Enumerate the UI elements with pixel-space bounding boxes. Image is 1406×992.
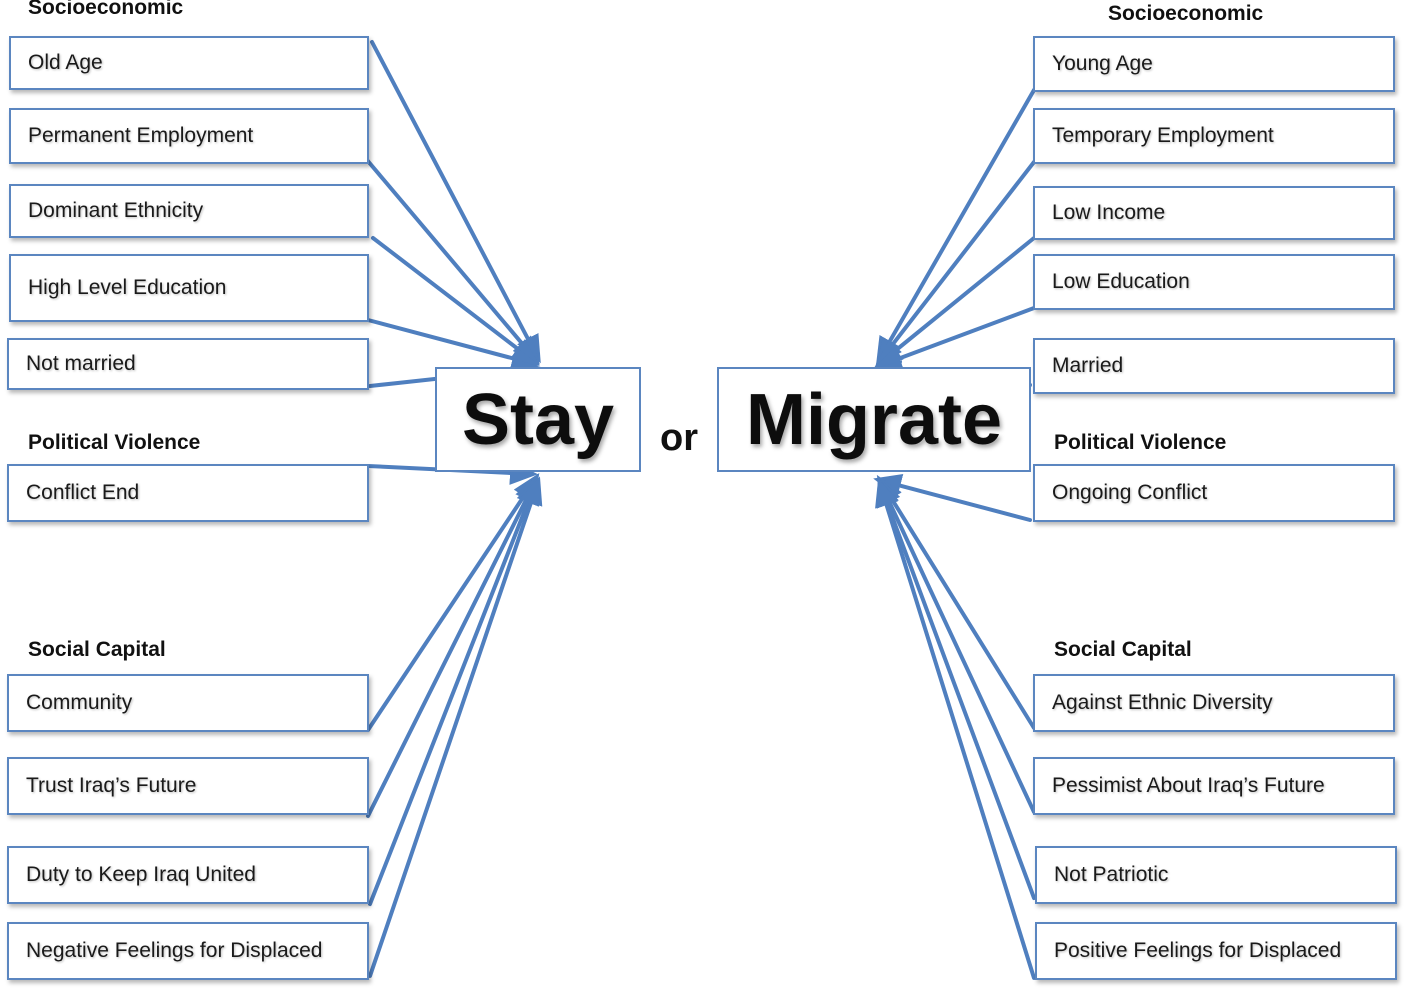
factor-box-young-age: Young Age	[1033, 36, 1395, 92]
factor-label: Community	[26, 691, 133, 714]
factor-label: Not Patriotic	[1054, 863, 1169, 886]
factor-box-low-income: Low Income	[1033, 186, 1395, 240]
factor-label: Against Ethnic Diversity	[1052, 691, 1273, 714]
arrow-young-age	[876, 88, 1036, 366]
factor-box-trust-iraqs-future: Trust Iraq’s Future	[7, 757, 369, 815]
factor-label: Old Age	[28, 51, 103, 74]
factor-box-negative-feelings-displaced: Negative Feelings for Displaced	[7, 922, 369, 980]
factor-label: Pessimist About Iraq’s Future	[1052, 774, 1325, 797]
factor-box-high-level-education: High Level Education	[9, 254, 369, 322]
factor-box-community: Community	[7, 674, 369, 732]
factor-box-conflict-end: Conflict End	[7, 464, 369, 522]
arrow-positive-feelings-displaced	[875, 478, 1036, 980]
factor-label: Temporary Employment	[1052, 124, 1274, 147]
migrate-box: Migrate	[717, 367, 1031, 472]
right-socioeconomic-heading: Socioeconomic	[1108, 2, 1264, 25]
factor-box-dominant-ethnicity: Dominant Ethnicity	[9, 184, 369, 238]
factor-label: Married	[1052, 354, 1124, 377]
factor-box-permanent-employment: Permanent Employment	[9, 108, 369, 164]
arrow-trust-iraqs-future	[366, 474, 539, 818]
factor-box-positive-feelings-displaced: Positive Feelings for Displaced	[1035, 922, 1397, 980]
factor-label: Low Education	[1052, 270, 1190, 293]
factor-label: Low Income	[1052, 201, 1166, 224]
stay-box: Stay	[435, 367, 641, 472]
factor-label: Not married	[26, 352, 136, 375]
factor-label: Ongoing Conflict	[1052, 481, 1208, 504]
arrow-duty-keep-iraq-united	[368, 476, 540, 906]
factor-box-married: Married	[1033, 338, 1395, 394]
left-political-violence-heading: Political Violence	[28, 431, 201, 454]
factor-label: Negative Feelings for Displaced	[26, 939, 323, 962]
arrow-community	[366, 473, 540, 732]
right-political-violence-heading: Political Violence	[1054, 431, 1227, 454]
factor-label: Permanent Employment	[28, 124, 254, 147]
arrow-old-age	[370, 40, 541, 364]
arrow-against-ethnic-diversity	[876, 474, 1036, 730]
arrow-ongoing-conflict	[873, 474, 1032, 522]
factor-box-duty-keep-iraq-united: Duty to Keep Iraq United	[7, 846, 369, 904]
factor-box-not-patriotic: Not Patriotic	[1035, 846, 1397, 904]
arrow-low-education	[873, 306, 1036, 370]
factor-box-low-education: Low Education	[1033, 254, 1395, 310]
factor-box-pessimist-iraqs-future: Pessimist About Iraq’s Future	[1033, 757, 1395, 815]
left-socioeconomic-heading: Socioeconomic	[28, 0, 184, 19]
factor-label: Young Age	[1052, 52, 1153, 75]
arrow-low-income	[874, 236, 1036, 368]
factor-box-temporary-employment: Temporary Employment	[1033, 108, 1395, 164]
right-social-capital-heading: Social Capital	[1054, 638, 1192, 661]
factor-label: Trust Iraq’s Future	[26, 774, 197, 797]
arrow-permanent-employment	[365, 158, 540, 365]
factor-label: Duty to Keep Iraq United	[26, 863, 256, 886]
factor-box-not-married: Not married	[7, 338, 369, 390]
left-social-capital-heading: Social Capital	[28, 638, 166, 661]
factor-label: Dominant Ethnicity	[28, 199, 204, 222]
arrow-negative-feelings-displaced	[368, 476, 543, 978]
factor-box-old-age: Old Age	[9, 36, 369, 90]
arrow-temporary-employment	[875, 160, 1036, 367]
factor-box-ongoing-conflict: Ongoing Conflict	[1033, 464, 1395, 522]
or-label: or	[660, 417, 698, 459]
arrow-high-level-education	[366, 318, 540, 370]
arrow-not-patriotic	[876, 478, 1036, 900]
factor-box-against-ethnic-diversity: Against Ethnic Diversity	[1033, 674, 1395, 732]
factor-label: High Level Education	[28, 276, 227, 299]
arrow-dominant-ethnicity	[371, 236, 540, 366]
arrow-pessimist-iraqs-future	[877, 476, 1036, 814]
factor-label: Conflict End	[26, 481, 140, 504]
factor-label: Positive Feelings for Displaced	[1054, 939, 1342, 962]
